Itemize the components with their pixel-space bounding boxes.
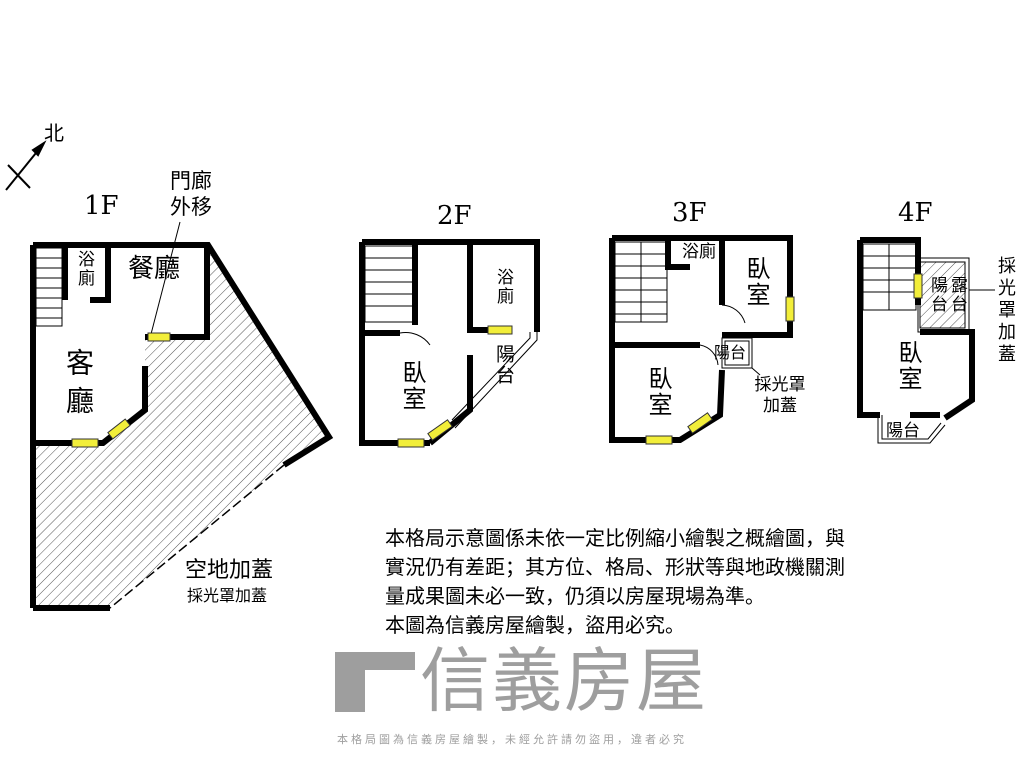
compass-north-label: 北 — [44, 121, 64, 145]
room-bedroom-2f: 臥室 — [398, 360, 426, 412]
room-balcony-2f: 陽台 — [493, 344, 515, 386]
room-balcony-4f-lower: 陽台 — [886, 421, 920, 441]
room-bathroom-2f: 浴廁 — [493, 268, 513, 306]
floor-label-2f: 2F — [437, 201, 472, 231]
room-living-1f: 客廳 — [62, 348, 95, 424]
room-bedroom-4f: 臥室 — [894, 340, 922, 392]
floor-4f-plan — [857, 237, 995, 444]
room-bedroom-3f-right: 臥室 — [742, 256, 770, 308]
hatched-extension-area — [36, 245, 329, 608]
room-balcony-4f-upper: 陽台 — [927, 276, 947, 314]
room-bathroom-1f: 浴廁 — [74, 250, 94, 288]
annotation-skylight-4f: 採光罩加蓋 — [995, 256, 1016, 366]
disclaimer-line: 實況仍有差距；其方位、格局、形狀等與地政機關測 — [385, 555, 845, 579]
window-icon — [71, 332, 171, 448]
annotation-vacant-land: 空地加蓋 — [185, 558, 274, 583]
room-bedroom-3f-left: 臥室 — [644, 366, 672, 418]
disclaimer-line: 本圖為信義房屋繪製，盜用必究。 — [385, 613, 685, 637]
watermark-logo — [335, 652, 415, 712]
disclaimer-notes: 本格局示意圖係未依一定比例縮小繪製之概繪圖，與 實況仍有差距；其方位、格局、形狀… — [385, 524, 845, 640]
floor-label-1f: 1F — [84, 191, 119, 221]
floor-label-4f: 4F — [898, 198, 933, 228]
room-dining-1f: 餐廳 — [128, 254, 181, 284]
annotation-skylight-1f: 採光罩加蓋 — [187, 586, 268, 605]
annotation-porch: 門廊外移 — [170, 169, 212, 219]
annotation-skylight-3f: 採光罩加蓋 — [754, 375, 806, 416]
disclaimer-line: 本格局示意圖係未依一定比例縮小繪製之概繪圖，與 — [385, 526, 845, 550]
room-balcony-3f: 陽台 — [714, 343, 747, 362]
watermark-notice: 本格局圖為信義房屋繪製，未經允許請勿盜用，違者必究 — [337, 733, 687, 746]
floor-1f-plan — [30, 221, 334, 611]
floor-3f-plan — [609, 235, 795, 445]
watermark-brand: 信義房屋 — [420, 640, 708, 722]
floor-label-3f: 3F — [672, 198, 707, 228]
floor-2f-plan — [359, 239, 540, 448]
room-terrace-4f: 露台 — [947, 276, 967, 314]
compass-icon — [5, 140, 47, 191]
disclaimer-line: 量成果圖未必一致，仍須以房屋現場為準。 — [385, 584, 765, 608]
room-bathroom-3f: 浴廁 — [682, 242, 716, 262]
